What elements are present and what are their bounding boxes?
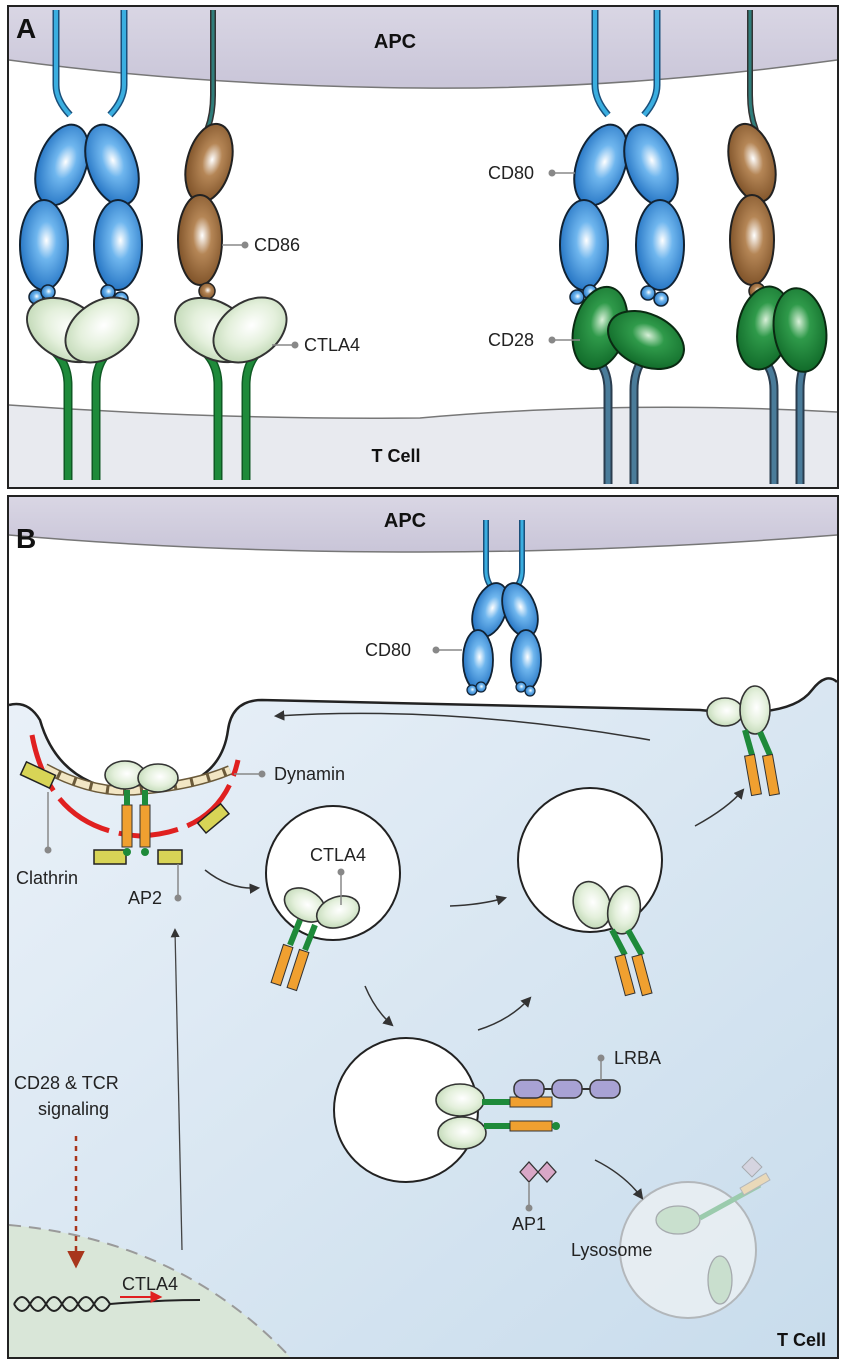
endosome-3 <box>333 1037 560 1183</box>
apc-label-a: APC <box>374 31 416 53</box>
cd80-dimer-a-left <box>19 10 143 307</box>
ctla4-label-a: CTLA4 <box>304 335 360 355</box>
sorting-arrow <box>364 985 394 1027</box>
ctla4-label-b: CTLA4 <box>310 845 366 865</box>
trafficking-arrow <box>170 928 183 1251</box>
recycling-arrow <box>273 710 651 741</box>
lrba-recycling-arrow <box>477 996 532 1031</box>
lysosome-label: Lysosome <box>571 1240 652 1260</box>
lysosome <box>619 1156 771 1319</box>
ap2-label: AP2 <box>128 888 162 908</box>
surface-return-arrow <box>694 788 745 827</box>
cd28-dimer-a-left <box>571 285 685 484</box>
ap1-label: AP1 <box>512 1214 546 1234</box>
lrba-icon <box>513 1079 621 1099</box>
cd80-label-a: CD80 <box>488 163 534 183</box>
dynamin-label: Dynamin <box>274 764 345 784</box>
dna-icon <box>13 1291 201 1312</box>
panel-b-letter: B <box>16 523 36 554</box>
gene-label: CTLA4 <box>122 1274 178 1294</box>
cd86-a <box>177 10 234 300</box>
tcell-label-b: T Cell <box>777 1330 826 1350</box>
cd80-dimer-b <box>462 520 542 697</box>
ctla4-surface-b <box>706 685 780 797</box>
tcell-label-a: T Cell <box>371 446 420 466</box>
clathrin-coated-pit <box>19 734 241 865</box>
endosome-transfer-arrow <box>449 895 508 907</box>
signaling-label-line1: CD28 & TCR <box>14 1073 119 1093</box>
cd80-label-b: CD80 <box>365 640 411 660</box>
panel-a-letter: A <box>16 13 36 44</box>
degradation-arrow <box>594 1159 644 1200</box>
apc-label-b: APC <box>384 510 426 532</box>
apc-membrane-b <box>9 497 837 552</box>
cd86-label-a: CD86 <box>254 235 300 255</box>
cd28-label-a: CD28 <box>488 330 534 350</box>
ap1-icon <box>519 1161 557 1183</box>
clathrin-label: Clathrin <box>16 868 78 888</box>
panel-a: A APC T Cell <box>7 5 839 489</box>
clathrin-icon <box>19 760 231 865</box>
panel-b: B APC T Cell CD80 <box>7 495 839 1359</box>
endosome-1 <box>265 805 401 992</box>
endosome-2 <box>517 787 663 997</box>
endocytosis-arrow <box>204 869 261 894</box>
cd86-cd28-a <box>727 10 828 484</box>
cd80-dimer-a-right <box>559 10 685 307</box>
ctla4-dimer-a-left <box>26 296 140 480</box>
lrba-label: LRBA <box>614 1048 661 1068</box>
signaling-label-line2: signaling <box>38 1099 109 1119</box>
ctla4-dimer-a-right <box>174 296 288 480</box>
